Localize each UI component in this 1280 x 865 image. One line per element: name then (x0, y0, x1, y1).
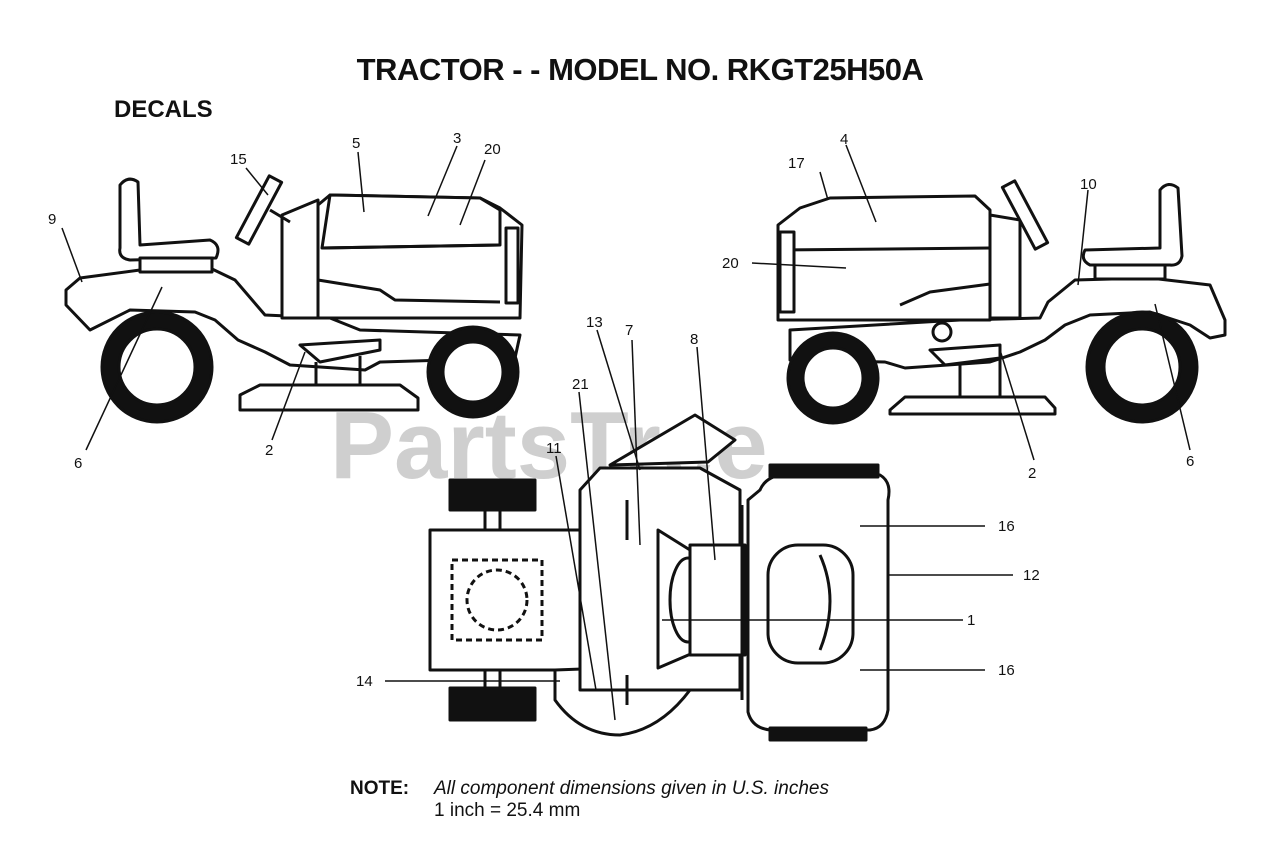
tractor-right-view (776, 179, 1227, 416)
callout-9: 9 (48, 211, 56, 228)
callout-20: 20 (722, 255, 739, 272)
callout-8: 8 (690, 331, 698, 348)
callout-3: 3 (453, 130, 461, 147)
callout-11: 11 (546, 440, 562, 457)
note: NOTE: All component dimensions given in U… (350, 778, 829, 800)
callout-17: 17 (788, 155, 805, 172)
callout-15: 15 (230, 151, 247, 168)
section-title: DECALS (114, 96, 213, 123)
callout-10: 10 (1080, 176, 1097, 193)
callout-5: 5 (352, 135, 360, 152)
page-title: TRACTOR - - MODEL NO. RKGT25H50A (356, 52, 924, 87)
callouts-top: 13 7 8 21 11 16 12 1 16 14 (356, 314, 1040, 690)
callout-21: 21 (572, 376, 589, 393)
callouts-left: 9 15 5 3 20 6 2 (48, 130, 501, 472)
tractor-left-view (64, 174, 524, 412)
left-view-wheels (100, 310, 520, 424)
callout-1: 1 (967, 612, 975, 629)
callout-4: 4 (840, 131, 848, 148)
callout-2: 2 (1028, 465, 1036, 482)
callouts-right: 17 4 10 20 2 6 (722, 131, 1194, 482)
note-line2: 1 inch = 25.4 mm (434, 800, 581, 821)
callout-13: 13 (586, 314, 603, 331)
callout-6: 6 (74, 455, 82, 472)
callout-12: 12 (1023, 567, 1040, 584)
callout-14: 14 (356, 673, 373, 690)
note-line1: All component dimensions given in U.S. i… (434, 778, 829, 799)
note-label: NOTE: (350, 778, 410, 799)
right-view-wheels (786, 310, 1199, 425)
tractor-top-view (428, 413, 891, 742)
callout-16: 16 (998, 662, 1015, 679)
callout-20: 20 (484, 141, 501, 158)
callout-7: 7 (625, 322, 633, 339)
callout-16: 16 (998, 518, 1015, 535)
callout-6: 6 (1186, 453, 1194, 470)
leader-lines (61, 144, 1191, 721)
callout-2: 2 (265, 442, 273, 459)
